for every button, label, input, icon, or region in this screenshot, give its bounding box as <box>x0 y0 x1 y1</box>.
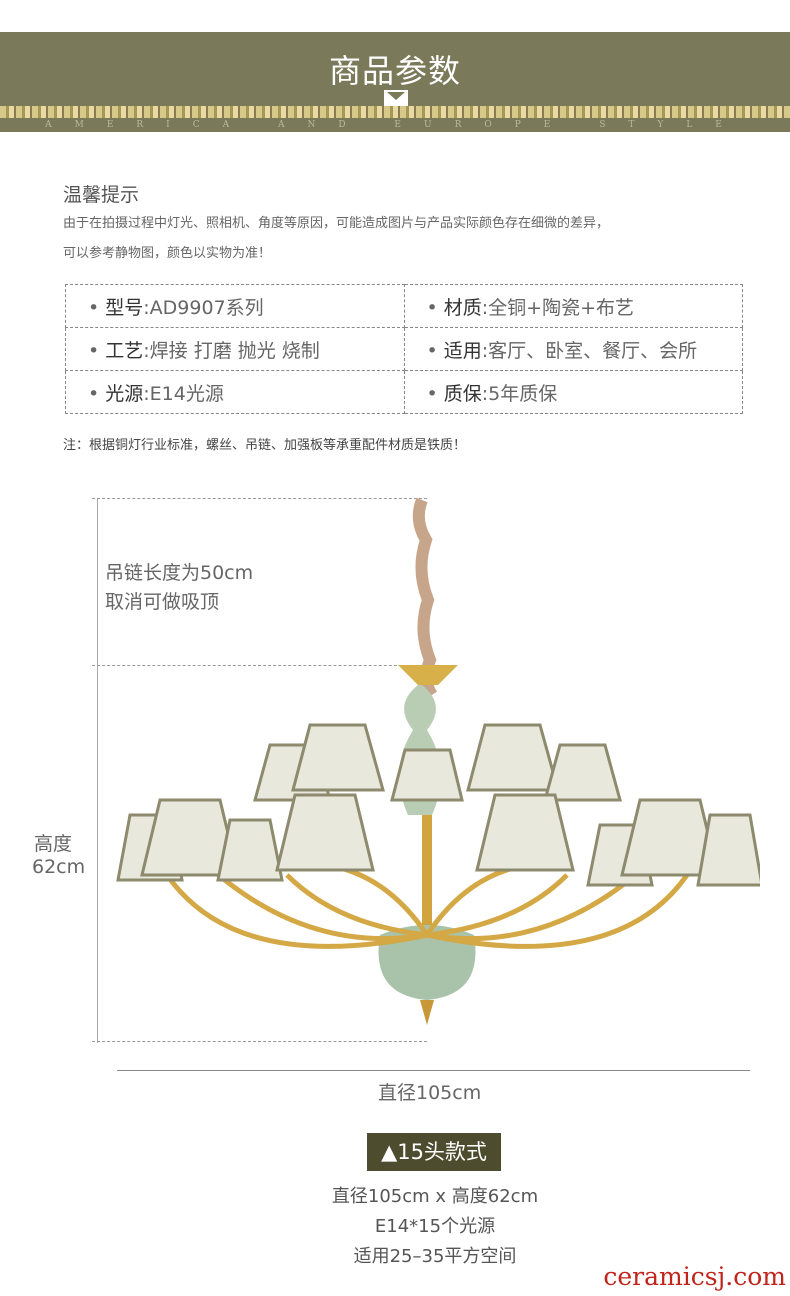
page-title: 商品参数 <box>328 52 461 90</box>
note: 注：根据铜灯行业标准，螺丝、吊链、加强板等承重配件材质是铁质！ <box>63 438 467 453</box>
diameter-label: 直径105cm <box>378 1082 482 1104</box>
tips-line-1: 由于在拍摄过程中灯光、照相机、角度等原因，可能造成图片与产品实际颜色存在细微的差… <box>63 216 610 231</box>
variant-badge: ▲15头款式 <box>367 1133 501 1171</box>
spec-model: • 型号:AD9907系列 <box>65 284 405 328</box>
spec-material: • 材质:全铜+陶瓷+布艺 <box>403 284 743 328</box>
tips-line-2: 可以参考静物图，颜色以实物为准！ <box>63 246 272 261</box>
header-banner: 商品参数 AMERICA AND EUROPE STYLE <box>0 32 790 132</box>
spec-table: • 型号:AD9907系列 • 材质:全铜+陶瓷+布艺 • 工艺:焊接 打磨 抛… <box>65 284 743 414</box>
chain-top-line <box>92 498 427 499</box>
chain-bottom-line <box>92 665 422 666</box>
dimension-line-vertical <box>97 498 98 1043</box>
lace-border <box>0 106 790 118</box>
banner-subtitle: AMERICA AND EUROPE STYLE <box>45 120 745 130</box>
chevron-down-icon <box>384 90 408 106</box>
spec-craft: • 工艺:焊接 打磨 抛光 烧制 <box>65 327 405 371</box>
tips-title: 温馨提示 <box>63 184 140 206</box>
dimension-line-horizontal <box>117 1070 750 1071</box>
height-value: 62cm <box>32 856 86 878</box>
height-bottom-line <box>92 1041 427 1042</box>
spec-warranty: • 质保:5年质保 <box>403 370 743 414</box>
variant-area: 适用25–35平方空间 <box>353 1246 517 1267</box>
height-label: 高度 <box>34 833 73 855</box>
watermark: ceramicsj.com <box>603 1262 786 1291</box>
chandelier-image <box>116 497 760 1025</box>
spec-light: • 光源:E14光源 <box>65 370 405 414</box>
variant-light: E14*15个光源 <box>374 1216 496 1237</box>
chain-ceiling-label: 取消可做吸顶 <box>105 591 220 613</box>
variant-size: 直径105cm x 高度62cm <box>331 1186 539 1207</box>
chain-length-label: 吊链长度为50cm <box>105 562 254 584</box>
spec-usage: • 适用:客厅、卧室、餐厅、会所 <box>403 327 743 371</box>
